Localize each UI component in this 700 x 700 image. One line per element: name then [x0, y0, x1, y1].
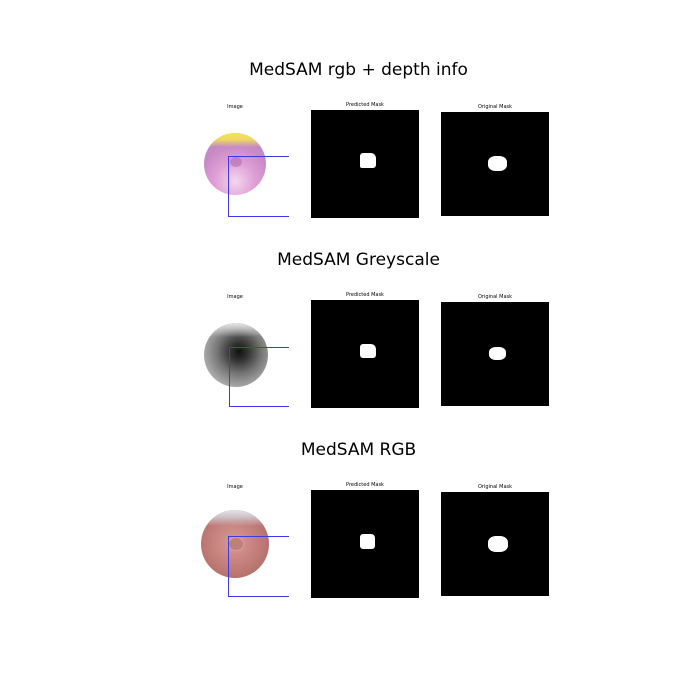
original-mask — [441, 302, 549, 406]
predicted-mask-label: Predicted Mask — [346, 292, 384, 298]
endoscopy-image — [201, 510, 269, 578]
row-title: MedSAM rgb + depth info — [249, 60, 468, 80]
original-mask-label: Original Mask — [477, 104, 513, 110]
row-title: MedSAM RGB — [300, 440, 417, 460]
original-mask-region — [489, 347, 506, 360]
image-label: Image — [227, 294, 243, 300]
predicted-mask-region — [360, 344, 376, 358]
image-label: Image — [227, 104, 243, 110]
image-label: Image — [227, 484, 243, 490]
bounding-box — [228, 536, 289, 597]
endoscopy-image — [204, 323, 268, 387]
row-title: MedSAM Greyscale — [277, 250, 440, 270]
row-greyscale: MedSAM Greyscale Image Predicted Mask Or… — [0, 250, 700, 440]
original-mask-region — [488, 156, 507, 171]
predicted-mask — [311, 110, 419, 218]
predicted-mask — [311, 490, 419, 598]
predicted-mask-label: Predicted Mask — [346, 102, 384, 108]
endoscopy-image — [204, 133, 266, 195]
predicted-mask-label: Predicted Mask — [346, 482, 384, 488]
original-mask-label: Original Mask — [477, 484, 513, 490]
predicted-mask-region — [360, 153, 376, 168]
original-mask-label: Original Mask — [477, 294, 513, 300]
original-mask — [441, 112, 549, 216]
row-rgb-depth: MedSAM rgb + depth info Image Predicted … — [0, 60, 700, 250]
row-rgb: MedSAM RGB Image Predicted Mask Original… — [0, 440, 700, 630]
predicted-mask-region — [360, 534, 375, 549]
original-mask — [441, 492, 549, 596]
bounding-box — [228, 156, 289, 217]
original-mask-region — [488, 536, 508, 552]
predicted-mask — [311, 300, 419, 408]
bounding-box — [229, 347, 289, 407]
